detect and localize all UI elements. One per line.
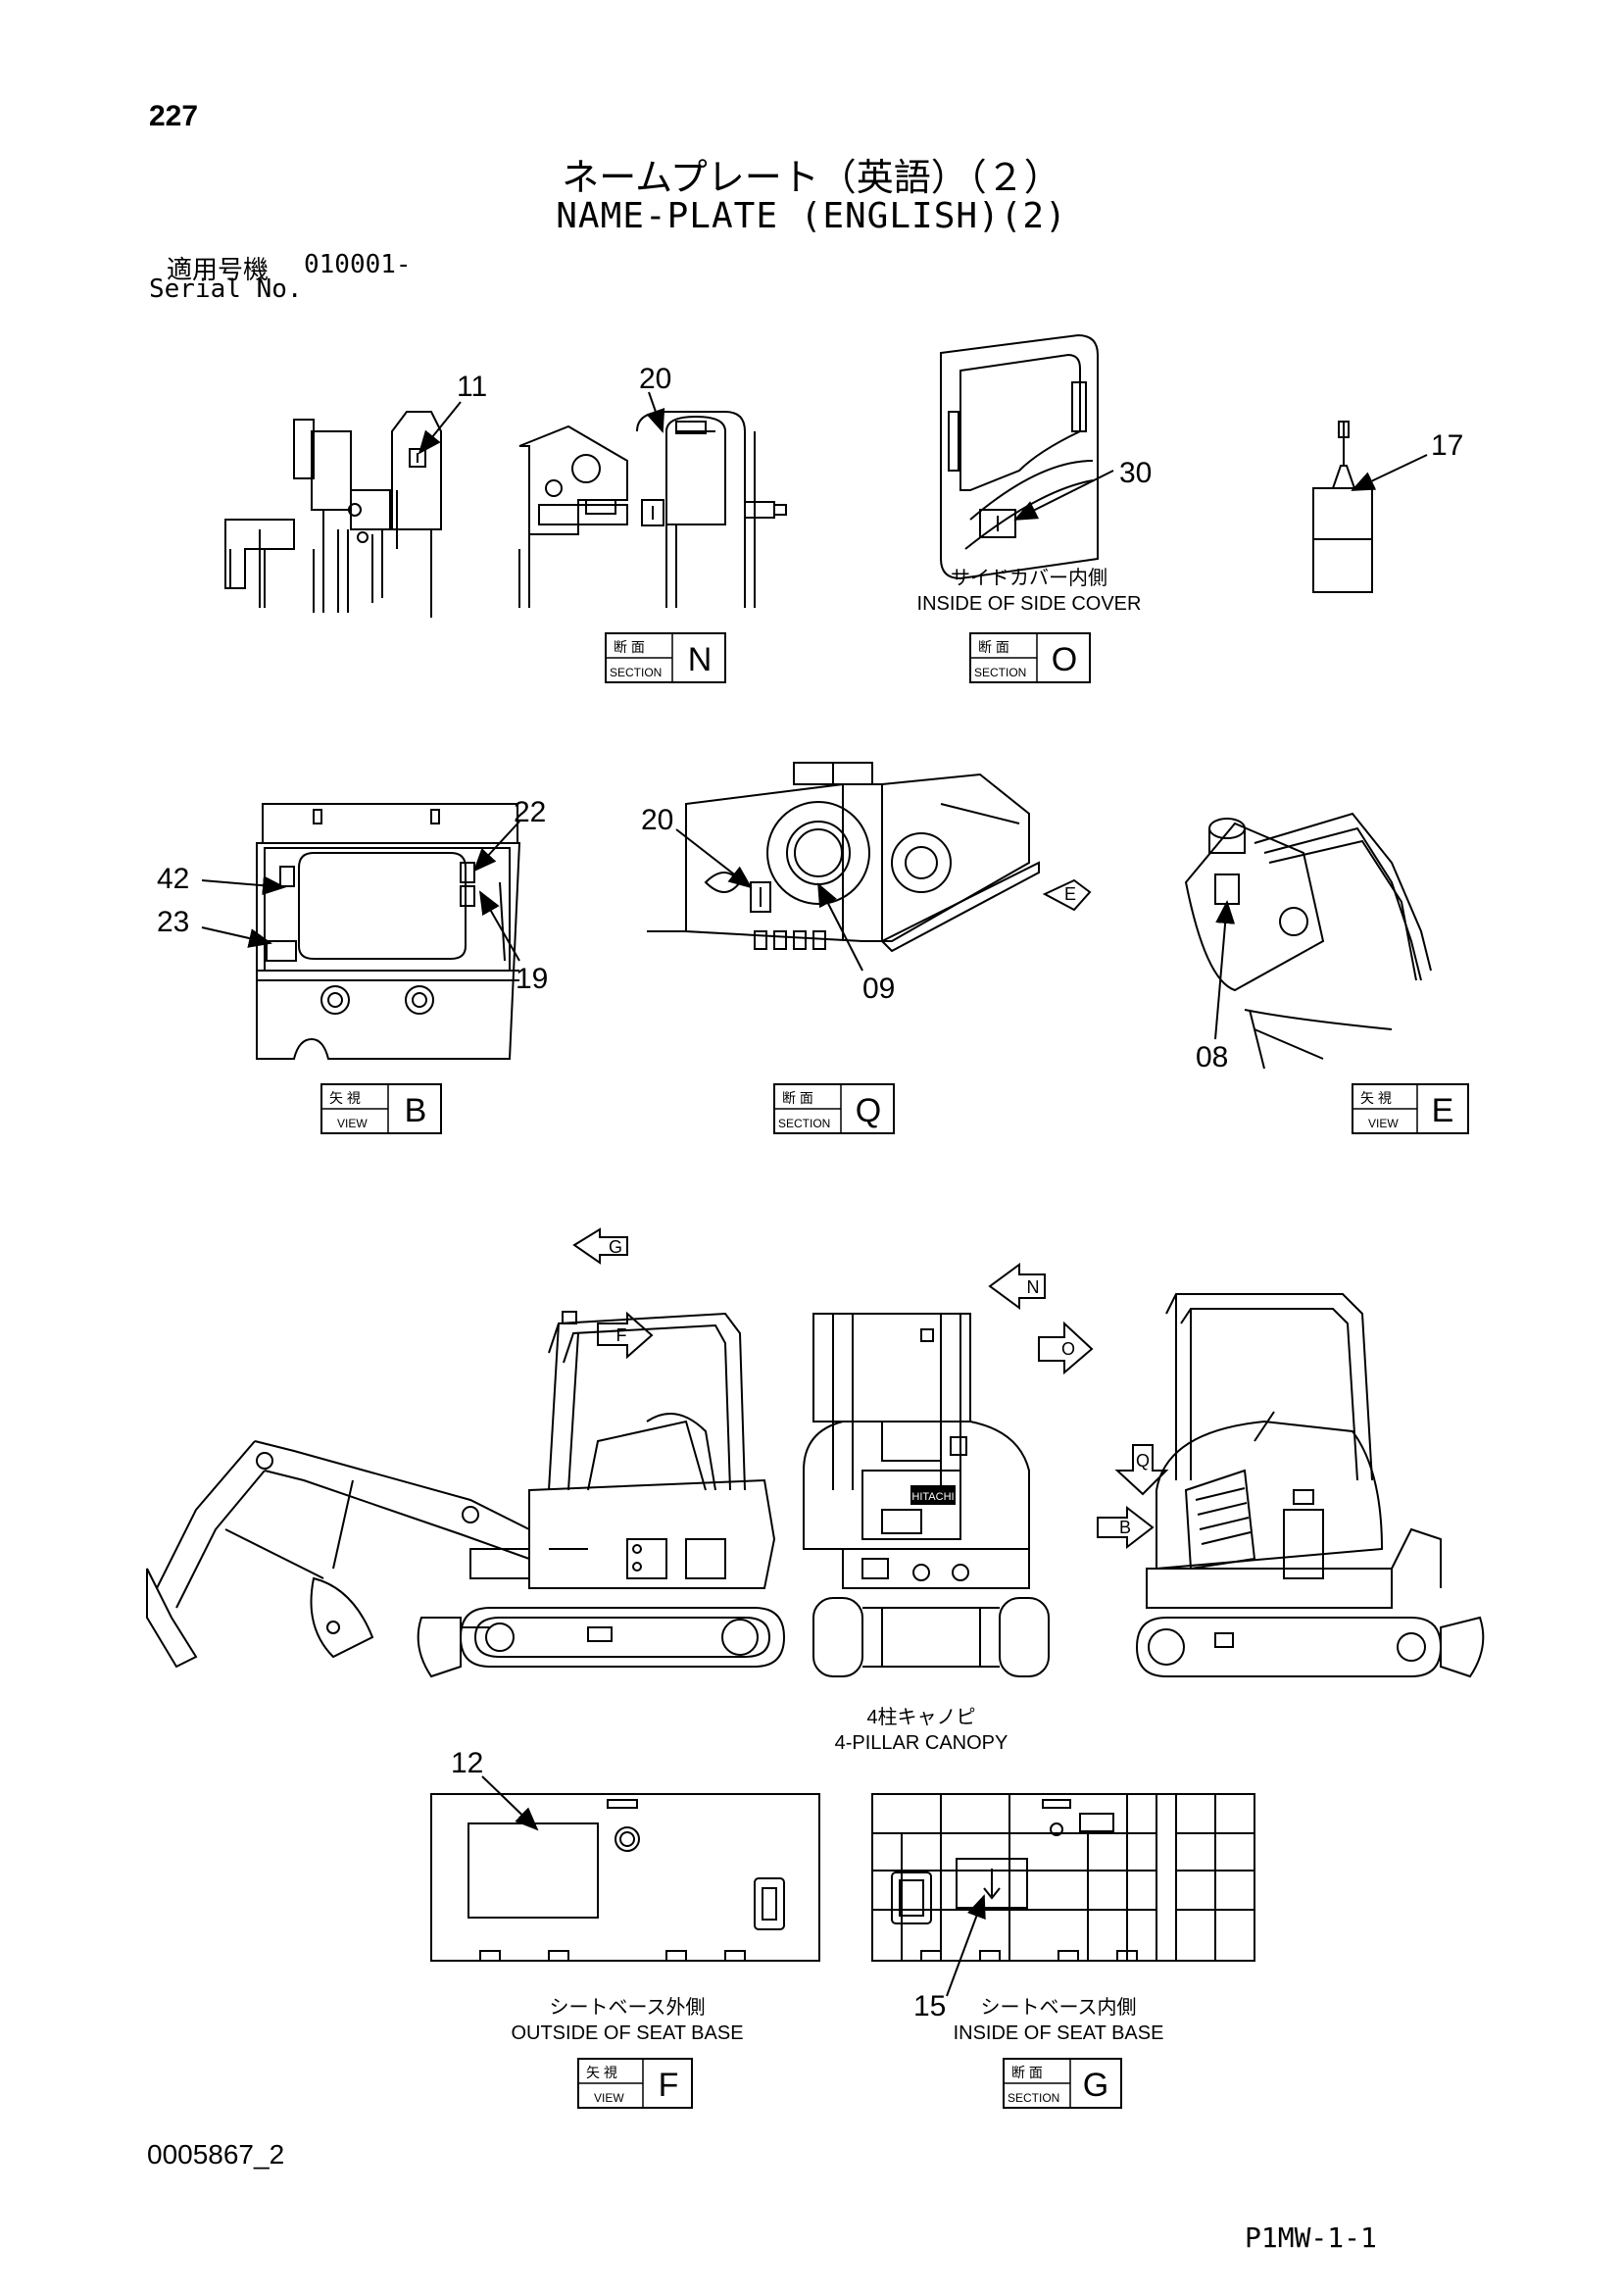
view-tag-e	[1352, 1083, 1469, 1134]
callout-19: 19	[516, 963, 548, 995]
tag-o-en: SECTION	[974, 666, 1026, 679]
tag-plate-detail	[1312, 421, 1373, 593]
callout-30-leader	[1013, 470, 1114, 521]
tag-e-en: VIEW	[1368, 1117, 1399, 1130]
tag-b-jp: 矢 視	[329, 1090, 361, 1106]
caption-side-cover-en: INSIDE OF SIDE COVER	[917, 593, 1142, 615]
section-tag-g	[1003, 2058, 1122, 2109]
arrow-n-label: N	[1027, 1277, 1040, 1297]
callout-09-leader	[817, 882, 863, 972]
callout-11: 11	[457, 371, 487, 403]
caption-seat-inside-jp: シートベース内側	[981, 1996, 1137, 2019]
view-arrow-o-marker	[1038, 1321, 1094, 1375]
view-arrow-q-marker	[1114, 1444, 1169, 1496]
view-arrow-b-marker	[1097, 1505, 1155, 1550]
callout-17: 17	[1431, 429, 1463, 462]
section-tag-n	[605, 632, 726, 683]
caption-canopy-en: 4-PILLAR CANOPY	[835, 1732, 1008, 1754]
callout-12-leader	[481, 1775, 539, 1831]
callout-08: 08	[1196, 1041, 1228, 1073]
arrow-q-label: Q	[1136, 1451, 1150, 1471]
callout-15: 15	[913, 1990, 946, 2022]
excavator-side-view	[146, 1311, 786, 1678]
tag-o-jp: 断 面	[978, 639, 1009, 655]
callout-22-leader	[472, 821, 520, 873]
callout-30: 30	[1119, 457, 1152, 489]
page-number: 227	[149, 100, 199, 132]
callout-42-leader	[201, 875, 286, 896]
tag-e-jp: 矢 視	[1360, 1090, 1392, 1106]
callout-23-leader	[201, 926, 272, 948]
tag-f-jp: 矢 視	[586, 2065, 617, 2080]
tag-n-en: SECTION	[610, 666, 662, 679]
callout-11-leader	[418, 401, 462, 455]
callout-08-leader	[1214, 900, 1236, 1040]
section-n-detail-right	[518, 411, 787, 608]
caption-seat-outside-en: OUTSIDE OF SEAT BASE	[511, 2022, 743, 2044]
tag-q-letter: Q	[856, 1092, 881, 1129]
callout-42: 42	[157, 863, 189, 895]
tag-g-letter: G	[1083, 2067, 1108, 2104]
section-n-detail-left	[224, 411, 442, 618]
callout-23: 23	[157, 906, 189, 938]
view-e-tank-detail	[1184, 812, 1432, 1070]
callout-12: 12	[451, 1747, 483, 1779]
serial-label-english: Serial No.	[149, 275, 303, 304]
callout-20: 20	[639, 363, 671, 395]
view-arrow-f-marker	[597, 1311, 654, 1360]
caption-seat-outside-jp: シートベース外側	[550, 1996, 706, 2019]
tag-g-en: SECTION	[1008, 2091, 1059, 2105]
tag-q-jp: 断 面	[782, 1090, 813, 1106]
tag-n-jp: 断 面	[614, 639, 645, 655]
tag-e-letter: E	[1432, 1092, 1454, 1129]
caption-canopy-jp: 4柱キャノピ	[866, 1706, 975, 1728]
arrow-e-label: E	[1064, 884, 1076, 904]
arrow-b-label: B	[1119, 1518, 1131, 1537]
view-b-rear-panel	[256, 803, 521, 1060]
excavator-right-side-view	[1135, 1293, 1485, 1678]
tag-o-letter: O	[1052, 641, 1077, 678]
tag-f-en: VIEW	[594, 2091, 624, 2105]
view-tag-b	[320, 1083, 442, 1134]
tag-b-en: VIEW	[337, 1117, 368, 1130]
page-code: P1MW-1-1	[1245, 2221, 1377, 2254]
callout-22: 22	[514, 796, 546, 828]
document-id: 0005867_2	[147, 2139, 285, 2170]
arrow-o-label: O	[1061, 1339, 1075, 1359]
arrow-f-label: F	[616, 1325, 627, 1345]
tag-q-en: SECTION	[778, 1117, 830, 1130]
page-title-english: NAME-PLATE (ENGLISH)(2)	[556, 196, 1067, 236]
tag-f-letter: F	[659, 2067, 679, 2104]
seat-base-outside-panel	[430, 1793, 820, 1962]
view-tag-f	[577, 2058, 693, 2109]
section-tag-o	[969, 632, 1091, 683]
seat-base-inside-panel	[871, 1793, 1255, 1962]
excavator-rear-view	[803, 1313, 1050, 1677]
tag-n-letter: N	[688, 641, 713, 678]
serial-label-japanese: 適用号機	[167, 256, 270, 285]
view-arrow-e-marker	[1042, 878, 1092, 912]
tag-g-jp: 断 面	[1011, 2065, 1043, 2080]
callout-15-leader	[946, 1894, 986, 1997]
page-title-japanese: ネームプレート（英語）（２）	[562, 156, 1061, 199]
callout-09: 09	[862, 973, 895, 1005]
arrow-g-label: G	[609, 1237, 622, 1257]
callout-17-leader	[1351, 454, 1428, 491]
section-tag-q	[773, 1083, 895, 1134]
caption-seat-inside-en: INSIDE OF SEAT BASE	[954, 2022, 1164, 2044]
view-arrow-n-marker	[988, 1263, 1046, 1310]
section-q-plan-view	[647, 762, 1040, 953]
brand-logo: HITACHI	[911, 1491, 954, 1503]
tag-b-letter: B	[405, 1092, 427, 1129]
callout-20-leader	[646, 391, 665, 433]
callout-19-leader	[479, 890, 520, 962]
view-arrow-g-marker	[572, 1227, 628, 1265]
caption-side-cover-jp: サイドカバー内側	[951, 567, 1107, 589]
callout-20b: 20	[641, 804, 673, 836]
serial-number-value: 010001-	[304, 250, 412, 279]
side-cover-detail	[940, 333, 1099, 580]
callout-20b-leader	[675, 828, 753, 889]
